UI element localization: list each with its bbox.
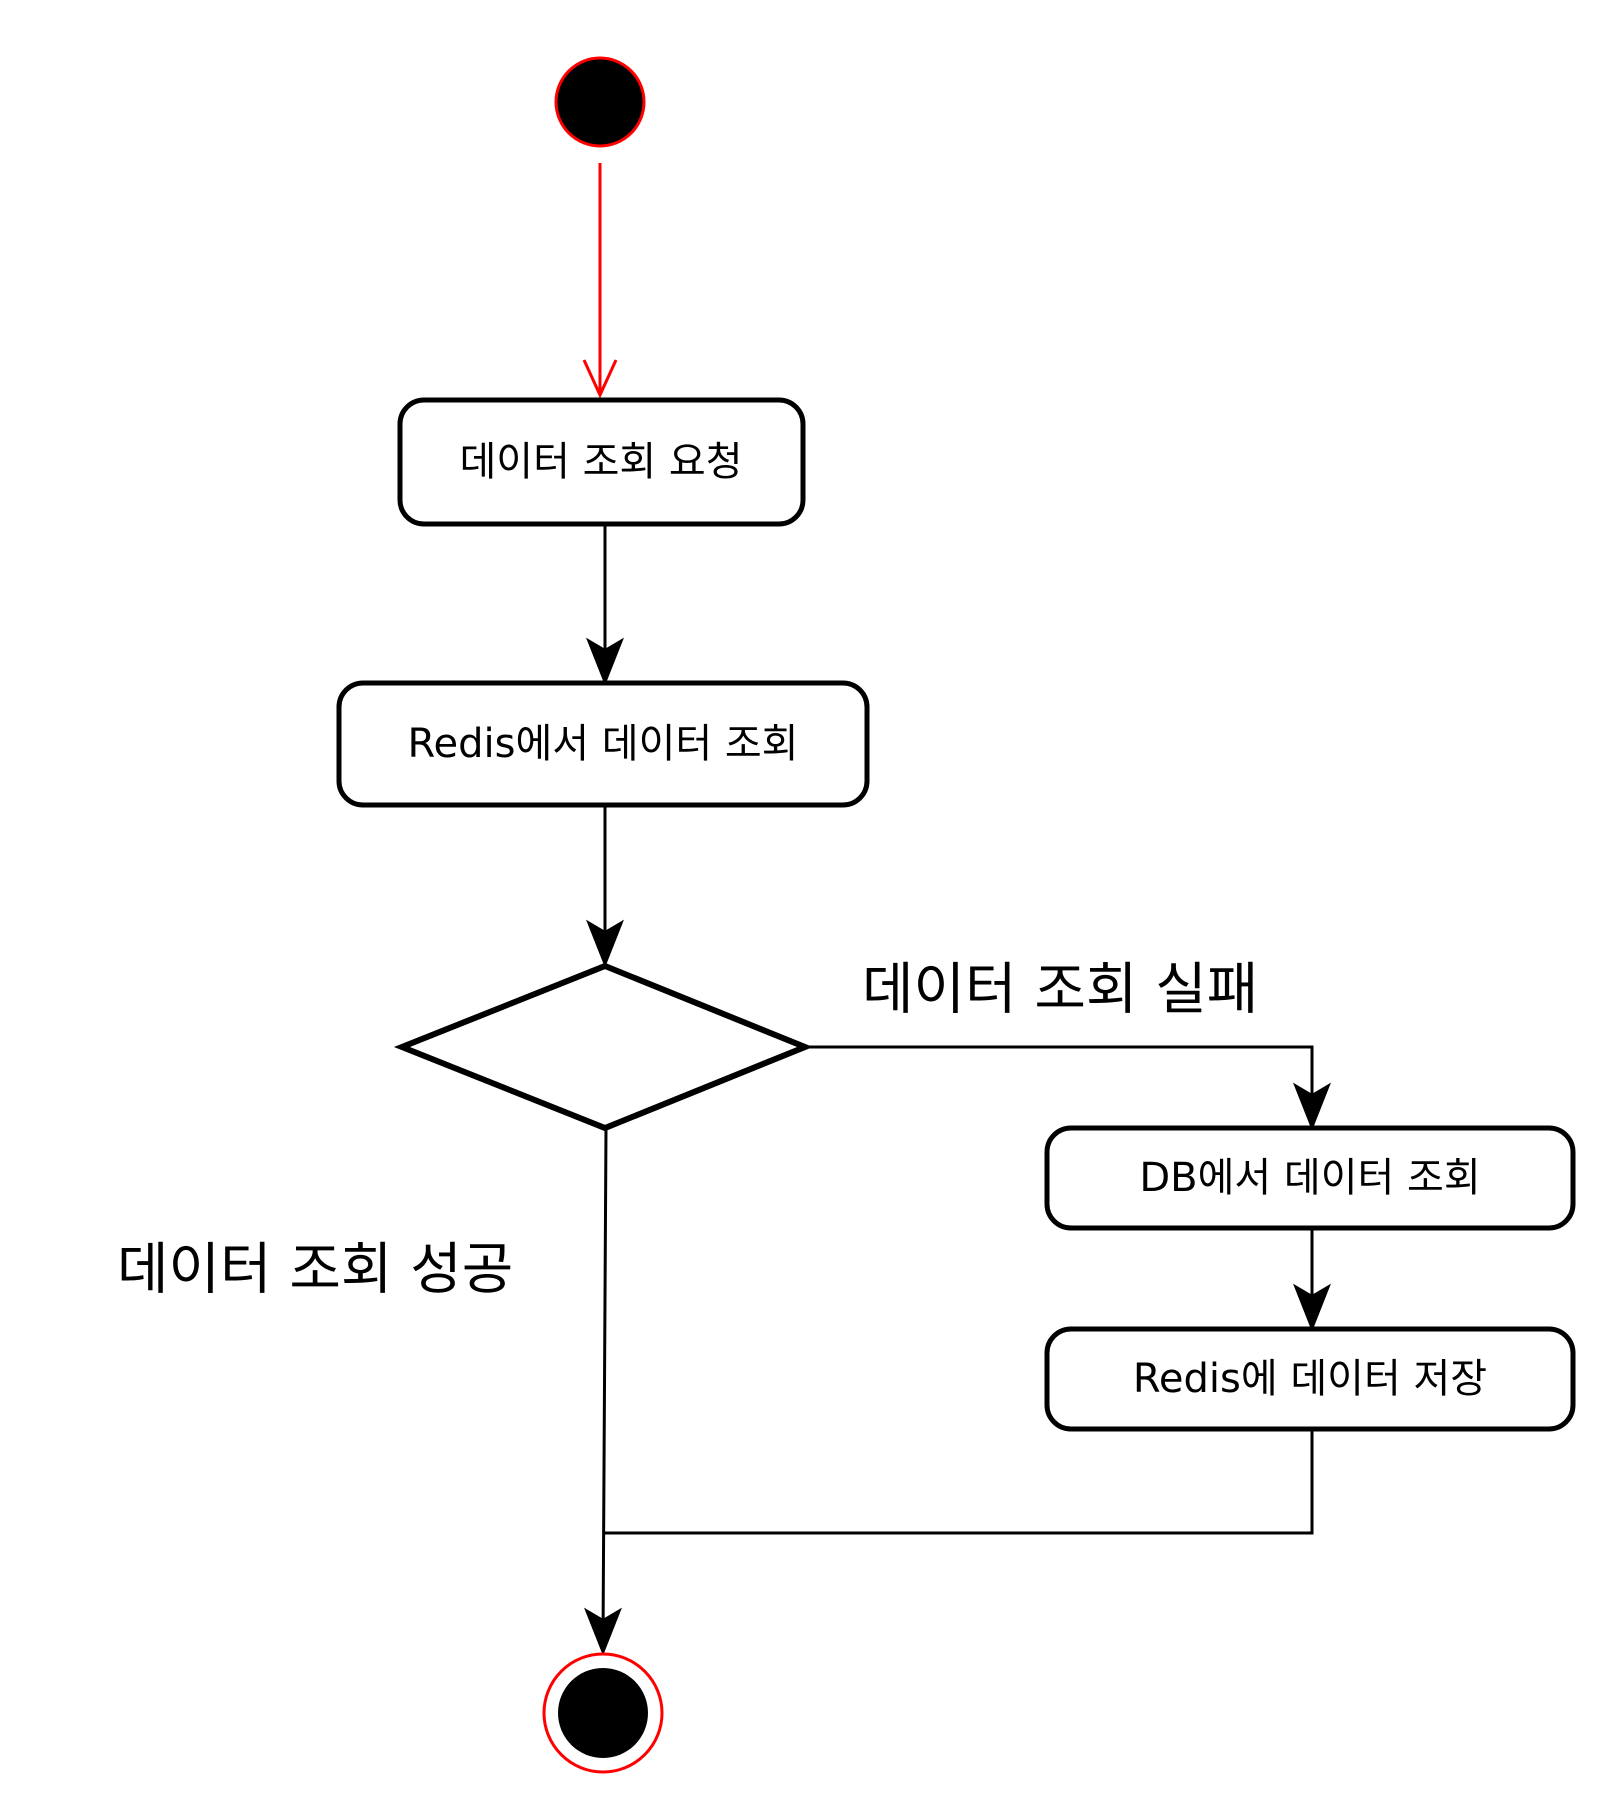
edge-store-to-merge [603, 1429, 1314, 1535]
edge-label-success: 데이터 조회 성공 [117, 1238, 513, 1303]
action-db-lookup-label: DB에서 데이터 조회 [1139, 1155, 1480, 1201]
edge-db-to-store-arrowhead [1293, 1283, 1331, 1332]
edge-request-arrowhead [586, 637, 624, 686]
action-request-data [397, 397, 806, 527]
edge-final-arrowhead [584, 1607, 622, 1656]
action-redis-lookup-label: Redis에서 데이터 조회 [408, 721, 799, 767]
edge-redis-arrowhead [586, 919, 624, 968]
initial-node [554, 56, 646, 148]
edge-initial-arrowhead [582, 359, 618, 399]
edge-decision-to-db [805, 1045, 1314, 1115]
action-request-data-label: 데이터 조회 요청 [459, 439, 742, 485]
action-redis-store [1044, 1326, 1576, 1432]
edge-decision-to-final [601, 1127, 608, 1641]
action-db-lookup [1044, 1125, 1576, 1231]
action-redis-store-label: Redis에 데이터 저장 [1133, 1356, 1487, 1402]
edge-label-failure: 데이터 조회 실패 [862, 958, 1258, 1023]
final-node-core [558, 1668, 648, 1758]
decision-node [393, 962, 813, 1132]
action-redis-lookup [336, 680, 870, 808]
edge-decision-to-db-arrowhead [1293, 1082, 1331, 1131]
